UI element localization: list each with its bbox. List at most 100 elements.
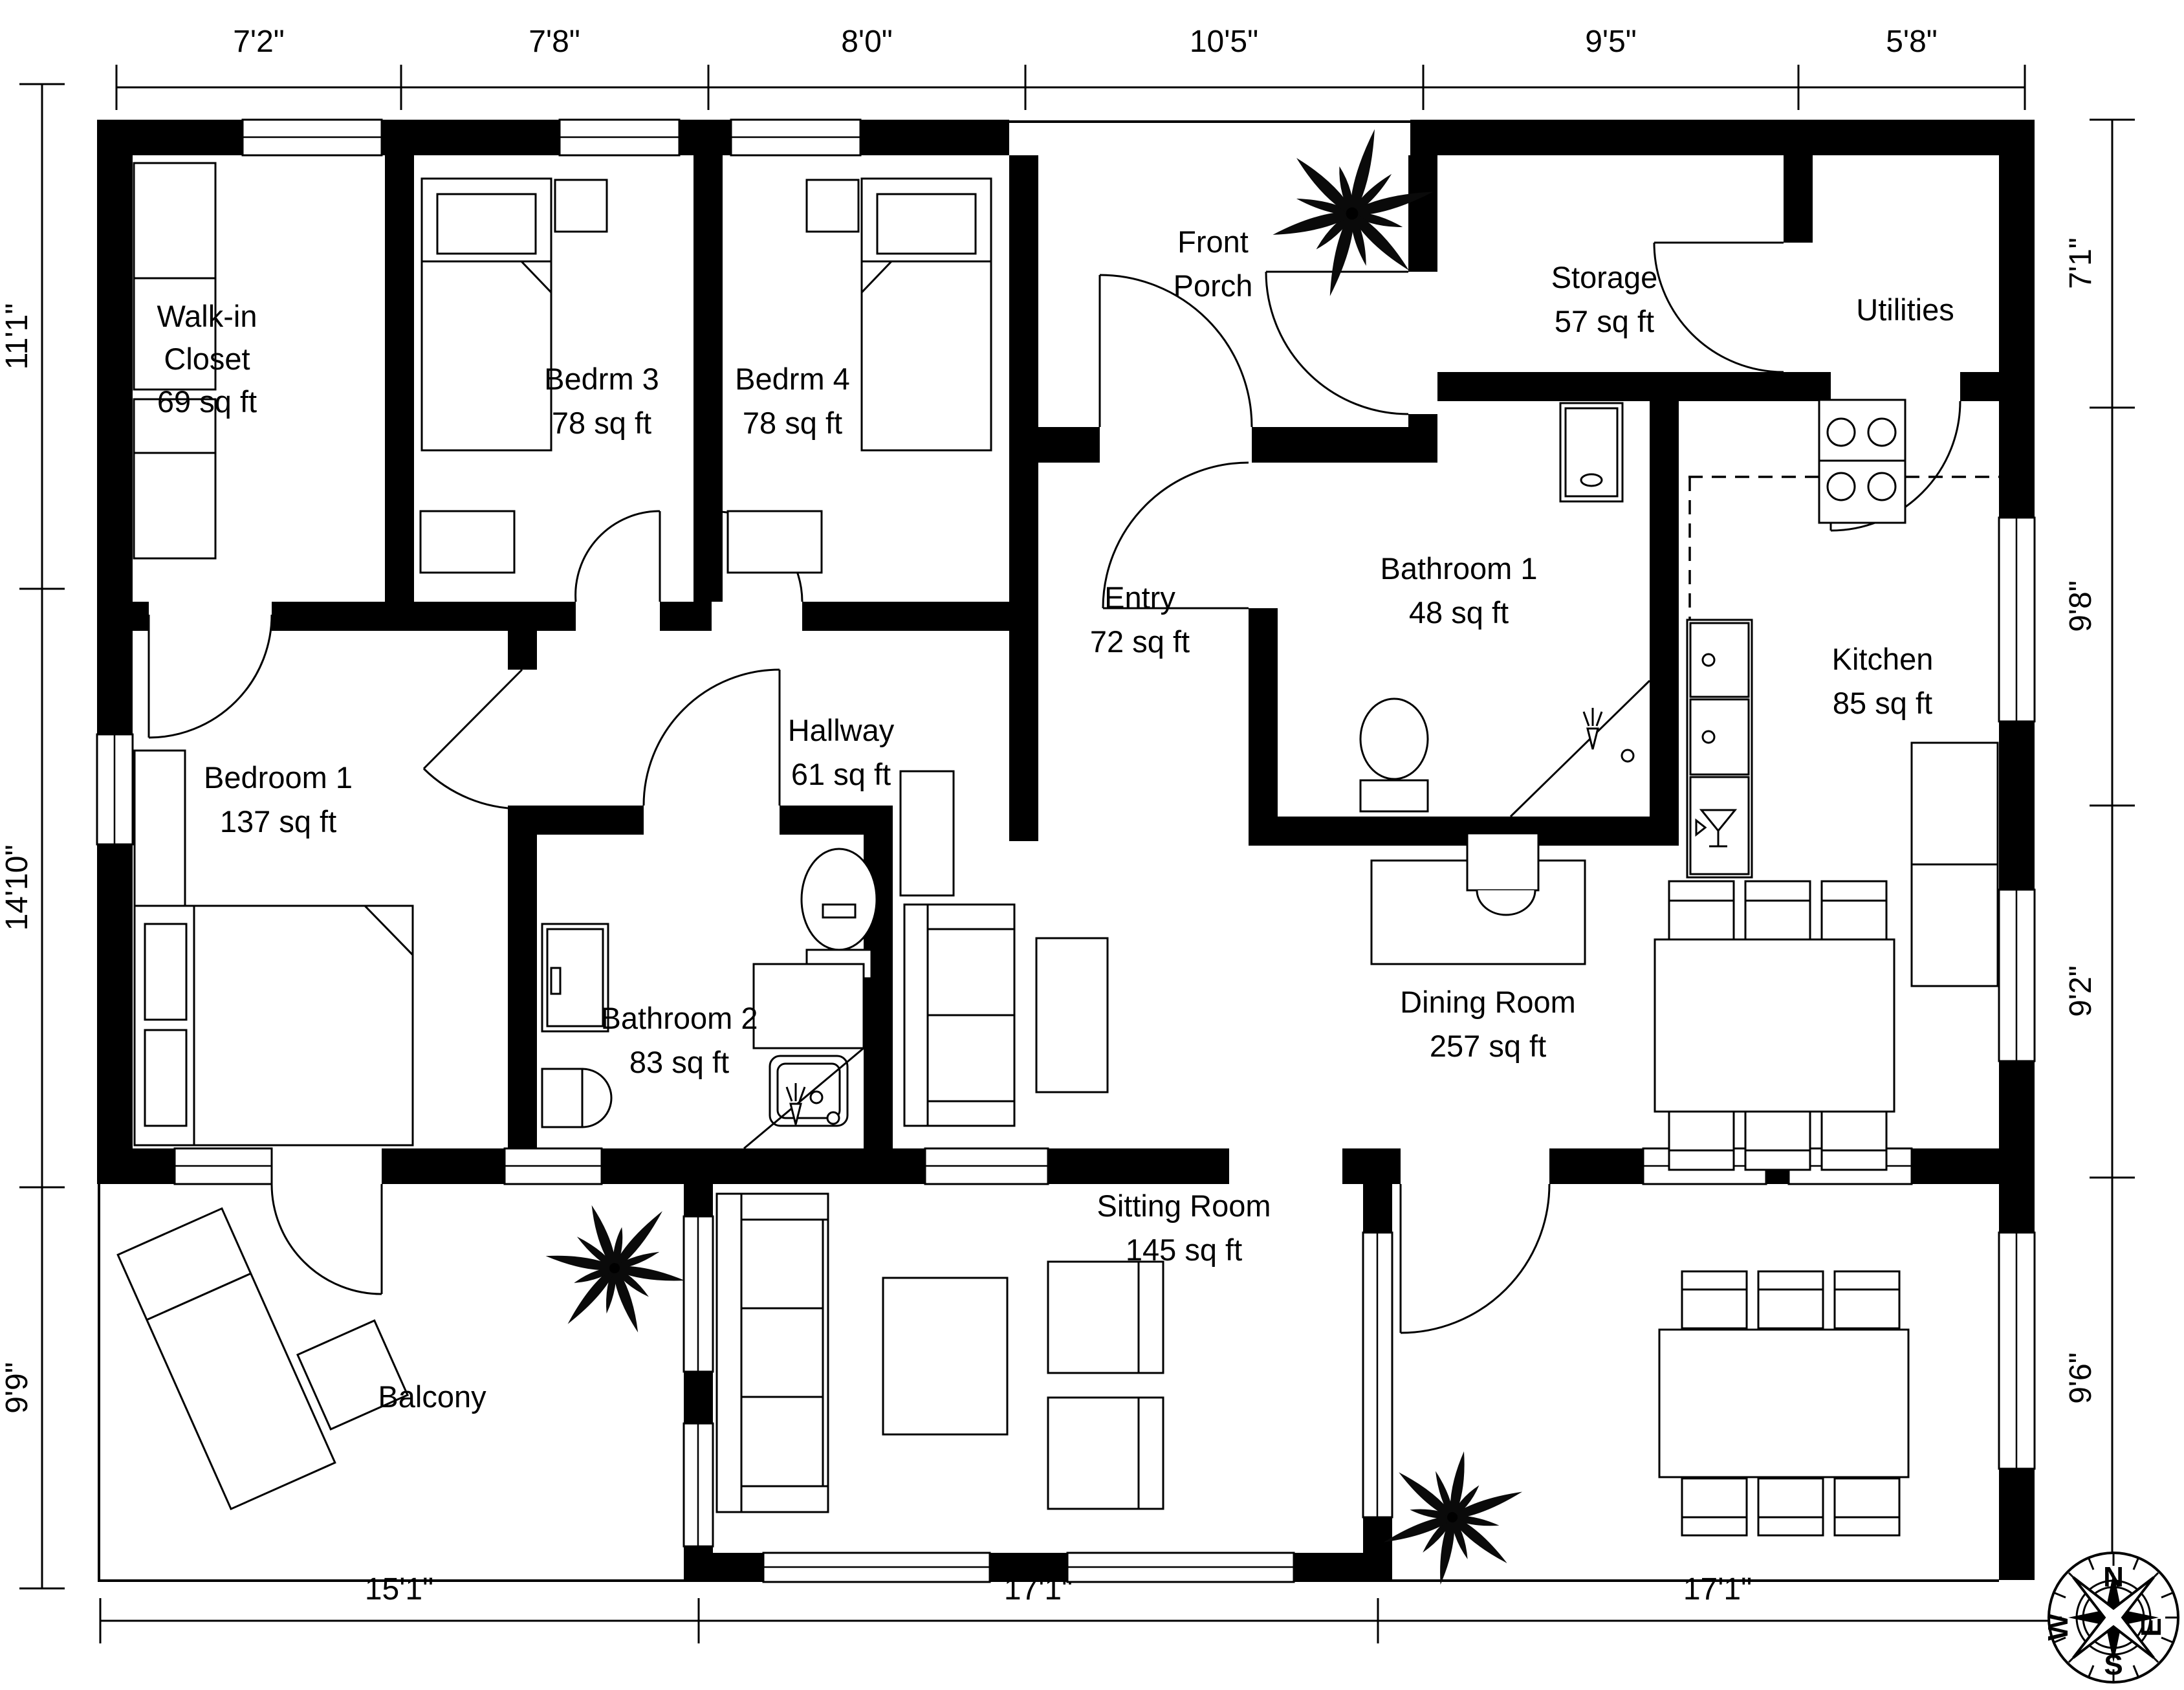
closet-shelves-icon — [133, 162, 217, 560]
window — [1998, 888, 2036, 1062]
armoire-icon — [899, 770, 955, 897]
chair-icon — [1681, 1477, 1748, 1537]
balcony-furniture — [116, 1207, 409, 1511]
chair-icon — [1757, 1270, 1824, 1330]
label-storage: Storage — [1551, 260, 1658, 294]
compass-east: E — [2135, 1618, 2167, 1636]
dim-top-4: 10'5" — [1190, 25, 1258, 59]
window — [96, 733, 134, 846]
chair-icon — [1820, 880, 1888, 941]
label-entry: Entry — [1104, 580, 1175, 615]
vanity-icon — [752, 963, 865, 1049]
label-kitchen-area: 85 sq ft — [1833, 686, 1932, 720]
bed4-icon — [726, 177, 992, 574]
window — [1998, 1231, 2036, 1470]
dim-left-3: 9'9" — [0, 1362, 34, 1414]
chair-icon — [1466, 832, 1540, 892]
label-walk-in-closet-area: 69 sq ft — [157, 384, 257, 419]
coffee-table-icon — [1035, 937, 1109, 1093]
kitchen-counter — [1686, 619, 1753, 879]
door-closet-bedroom1 — [147, 614, 273, 739]
chair-icon — [1833, 1477, 1901, 1537]
label-front-porch: Front — [1177, 225, 1249, 259]
toilet-icon — [800, 848, 878, 951]
coffee-table-icon — [882, 1277, 1009, 1436]
window — [1066, 1552, 1295, 1583]
dimension-right: 7'1" 9'8" 9'2" 9'6" — [2064, 118, 2135, 1580]
label-storage-area: 57 sq ft — [1555, 304, 1654, 338]
fridge-icon — [1910, 741, 1999, 987]
label-bedrm3: Bedrm 3 — [544, 362, 659, 396]
dim-bottom-3: 17'1" — [1683, 1572, 1752, 1607]
bathroom1-vanity-icon — [1559, 402, 1624, 503]
dimension-top: 7'2" 7'8" 8'0" 10'5" 9'5" 5'8" — [115, 25, 2026, 110]
label-bedroom1: Bedroom 1 — [204, 760, 353, 795]
bathroom2-fixtures — [541, 848, 878, 1150]
label-bathroom1: Bathroom 1 — [1381, 551, 1538, 586]
shower-wall — [1509, 679, 1651, 818]
cooktop-icon — [1818, 399, 1906, 524]
chair-icon — [1681, 1270, 1748, 1330]
window — [682, 1215, 714, 1373]
compass-west: W — [2042, 1614, 2074, 1641]
label-sitting-room-area: 145 sq ft — [1126, 1233, 1242, 1267]
bedroom1-bed-icon — [133, 749, 414, 1147]
bed3-icon — [419, 177, 608, 574]
label-dining-room: Dining Room — [1400, 985, 1576, 1019]
walls — [97, 120, 2035, 1582]
label-kitchen: Kitchen — [1832, 642, 1934, 676]
label-bathroom2-area: 83 sq ft — [629, 1045, 729, 1079]
dim-top-6: 5'8" — [1886, 25, 1938, 59]
dim-top-1: 7'2" — [233, 25, 285, 59]
window — [503, 1147, 603, 1185]
sitting-room-furniture — [715, 1192, 1164, 1513]
window — [730, 118, 862, 157]
door-hallway-bedroom1 — [422, 668, 523, 810]
patio-table-icon — [1658, 1270, 1910, 1537]
chair-icon — [1668, 1110, 1735, 1171]
dining-table-icon — [1654, 880, 1895, 1171]
dim-right-3: 9'2" — [2064, 965, 2098, 1017]
door-balcony — [270, 1183, 383, 1295]
label-entry-area: 72 sq ft — [1090, 624, 1190, 659]
window — [762, 1552, 991, 1583]
chair-icon — [1833, 1270, 1901, 1330]
dim-left-2: 14'10" — [0, 845, 34, 931]
label-bathroom2: Bathroom 2 — [601, 1001, 758, 1035]
nightstand-icon — [554, 179, 608, 233]
window — [924, 1147, 1049, 1185]
wardrobe-icon — [133, 749, 186, 907]
door-storage-utilities — [1653, 241, 1784, 373]
dimension-left: 11'1" 14'10" 9'9" — [0, 83, 65, 1590]
lounge-chair-icon — [116, 1207, 336, 1511]
label-hallway: Hallway — [788, 713, 895, 747]
dishwasher-icon — [1689, 776, 1750, 875]
label-dining-room-area: 257 sq ft — [1430, 1029, 1546, 1063]
door-bedrm3 — [574, 510, 661, 602]
door-porch-storage — [1265, 270, 1409, 415]
nightstand-icon — [805, 179, 860, 233]
label-bedrm4: Bedrm 4 — [735, 362, 850, 396]
desk-icon — [1370, 832, 1586, 965]
label-balcony: Balcony — [378, 1379, 486, 1414]
counter-cabinet — [1689, 622, 1750, 698]
chair-icon — [1820, 1110, 1888, 1171]
dim-right-4: 9'6" — [2064, 1352, 2098, 1404]
dim-left-1: 11'1" — [0, 303, 34, 370]
label-front-porch-2: Porch — [1174, 269, 1253, 303]
open-area-outlines — [98, 120, 1999, 1582]
kitchen-fixtures — [1686, 399, 1999, 987]
window — [173, 1147, 273, 1185]
label-bathroom1-area: 48 sq ft — [1409, 595, 1509, 630]
chair-icon — [1757, 1477, 1824, 1537]
compass-north: N — [2103, 1561, 2124, 1593]
toilet-icon — [1359, 697, 1429, 780]
chair-icon — [1744, 1110, 1811, 1171]
sink-cabinet — [1689, 698, 1750, 776]
door-front-entry — [1098, 274, 1253, 428]
bathroom1-fixtures — [1359, 402, 1651, 818]
dresser-icon — [419, 510, 516, 574]
doors — [147, 241, 1961, 1334]
armchair-icon — [1047, 1396, 1164, 1510]
